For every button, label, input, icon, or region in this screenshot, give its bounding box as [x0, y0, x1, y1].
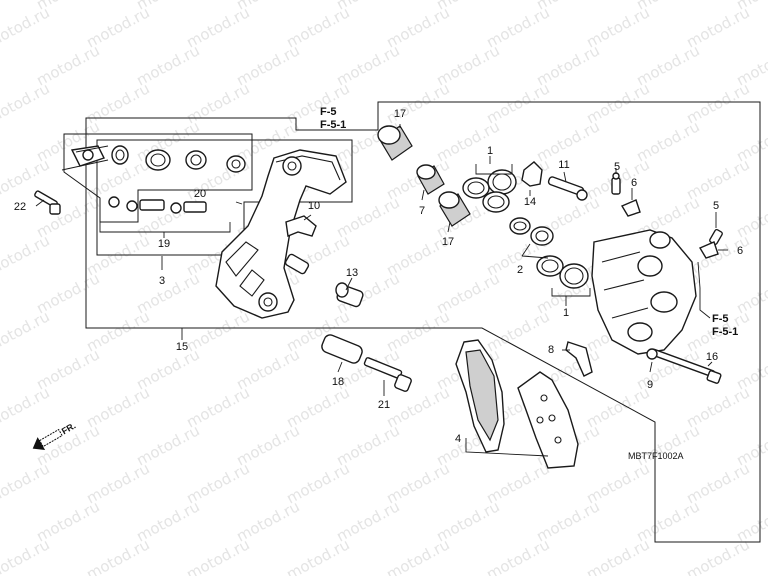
watermark-text: motod.ru	[683, 535, 752, 576]
watermark-text: motod.ru	[583, 535, 652, 576]
callout-22: 22	[14, 201, 26, 213]
watermark-text: motod.ru	[0, 79, 53, 127]
caliper-bracket	[215, 149, 347, 319]
sleeve-7	[416, 164, 445, 195]
bolt-22	[34, 190, 61, 215]
callout-14: 14	[524, 196, 536, 208]
callout-3: 3	[159, 275, 165, 287]
watermark-text: motod.ru	[383, 535, 452, 576]
caliper-body	[591, 229, 697, 355]
bolt-13	[335, 282, 364, 308]
callout-18: 18	[332, 376, 344, 388]
watermark-text: motod.ru	[0, 269, 3, 317]
watermark-text: motod.ru	[83, 535, 152, 576]
leader-lines	[35, 124, 728, 457]
callout-11: 11	[558, 159, 569, 171]
assembly-frame-15	[85, 101, 761, 543]
callout-16: 16	[706, 351, 718, 363]
watermark-text: motod.ru	[0, 307, 53, 355]
brake-pad-4-b	[517, 371, 579, 469]
watermark-text: motod.ru	[0, 193, 3, 241]
washer-9	[646, 348, 658, 360]
watermark-text: motod.ru	[283, 535, 352, 576]
callout-4: 4	[455, 433, 461, 445]
callout-17-lower: 17	[442, 236, 454, 248]
watermark-text: motod.ru	[0, 497, 3, 545]
callout-5-top: 5	[614, 161, 620, 173]
callout-21: 21	[378, 399, 390, 411]
bolt-21	[363, 357, 412, 392]
sleeve-18	[321, 334, 363, 364]
piston-set-1	[462, 169, 517, 213]
callout-19: 19	[158, 238, 170, 250]
pad-spring-10	[285, 215, 317, 237]
diagram-code: MBT7F1002A	[628, 451, 684, 461]
callout-13: 13	[346, 267, 358, 279]
bracket-pin	[284, 253, 310, 275]
bleeder-5-top	[611, 172, 621, 195]
watermark-text: motod.ru	[0, 459, 53, 507]
watermark-text: motod.ru	[0, 117, 3, 165]
watermark-text: motod.ru	[183, 535, 252, 576]
watermark-text: motod.ru	[0, 535, 53, 576]
watermark-text: motod.ru	[0, 421, 3, 469]
sleeve-17-lower	[438, 191, 471, 227]
watermark-text: motod.ru	[0, 345, 3, 393]
watermark-text: motod.ru	[0, 231, 53, 279]
callout-10: 10	[308, 200, 320, 212]
pin-set-19	[108, 196, 207, 214]
watermark-text: motod.ru	[0, 3, 53, 51]
watermark-text: motod.ru	[483, 535, 552, 576]
callout-6-right: 6	[737, 245, 743, 257]
sleeve-17-top	[377, 125, 413, 161]
callout-5-right: 5	[713, 200, 719, 212]
pin-11	[547, 176, 588, 201]
watermark-text: motod.ru	[0, 41, 3, 89]
reference-top-f5: F-5	[320, 106, 337, 118]
reference-right-f5-1: F-5-1	[712, 326, 738, 338]
callout-7: 7	[419, 205, 425, 217]
callout-8: 8	[548, 344, 554, 356]
callout-20: 20	[194, 188, 206, 200]
boot-set-20	[70, 145, 246, 173]
piston-set-2	[509, 217, 589, 289]
callout-2: 2	[517, 264, 523, 276]
reference-top-f5-1: F-5-1	[320, 119, 346, 131]
cap-6-right	[698, 241, 719, 259]
callout-17-top: 17	[394, 108, 406, 120]
callout-15: 15	[176, 341, 188, 353]
watermark-text: motod.ru	[0, 0, 3, 14]
callout-1-top: 1	[487, 145, 493, 157]
reference-right-f5: F-5	[712, 313, 729, 325]
callout-1-bottom: 1	[563, 307, 569, 319]
pin-kit-frame	[63, 133, 253, 223]
cap-6-top	[620, 199, 641, 217]
callout-6-top: 6	[631, 177, 637, 189]
brake-pad-4-a	[455, 339, 505, 453]
watermark-text: motod.ru	[0, 383, 53, 431]
boot-14	[521, 161, 543, 187]
callout-9: 9	[647, 379, 653, 391]
